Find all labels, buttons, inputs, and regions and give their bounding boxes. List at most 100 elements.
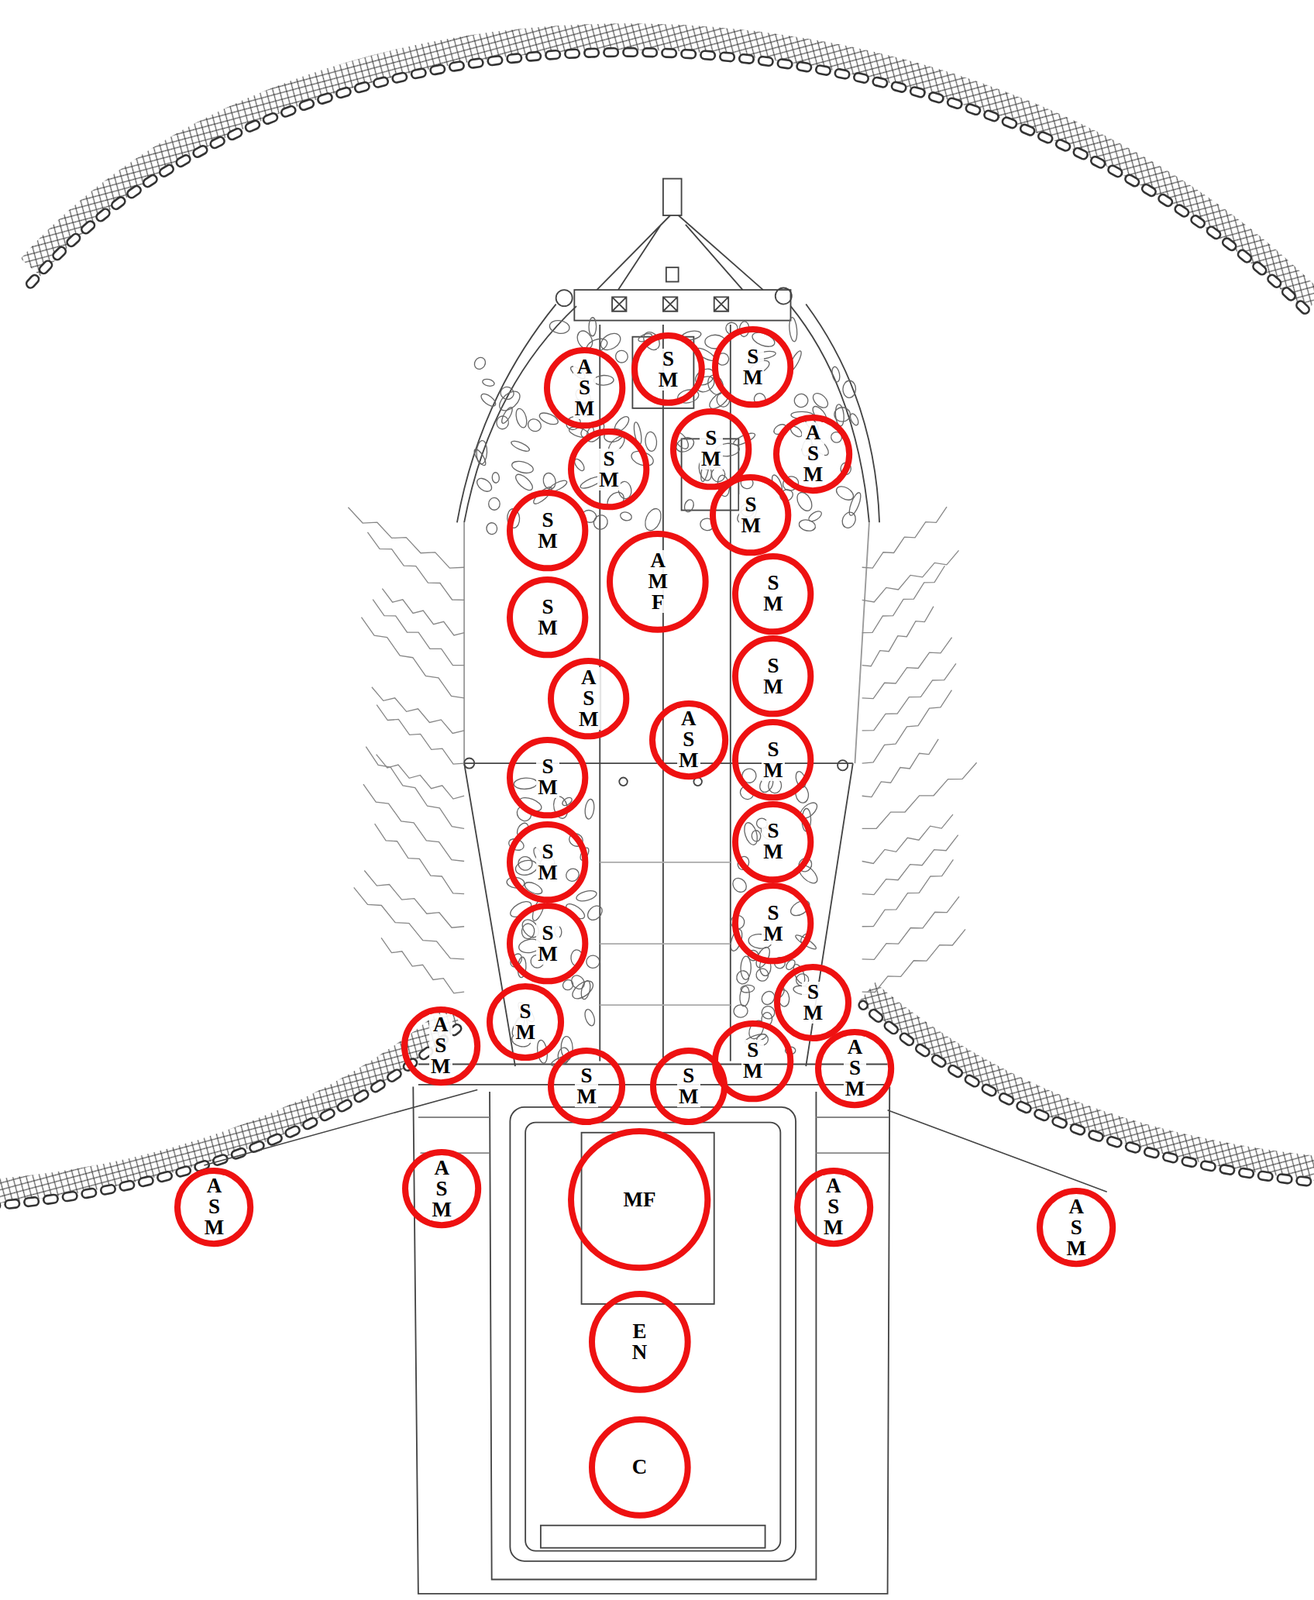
circle-ring: [546, 350, 623, 426]
net-feather: [364, 870, 465, 928]
net-feather: [347, 507, 465, 568]
net-coil: [514, 407, 530, 430]
net-coil: [751, 829, 761, 842]
net-feather: [862, 690, 953, 764]
label-circle: S M: [732, 553, 814, 635]
circle-ring: [735, 638, 811, 714]
circle-ring: [818, 1031, 891, 1105]
circle-ring: [1039, 1190, 1113, 1264]
label-circle: A M F: [606, 530, 709, 633]
circle-ring: [653, 1050, 725, 1122]
net-coil: [834, 407, 851, 422]
circle-label: S M: [513, 1000, 537, 1043]
net-coil: [739, 985, 751, 1007]
stern-inner: [489, 1091, 816, 1579]
label-circle: A S M: [174, 1167, 254, 1247]
circle-label: S M: [761, 655, 785, 698]
label-circle: A S M: [1036, 1187, 1116, 1267]
label-circle: A S M: [402, 1148, 482, 1229]
net-feather: [862, 814, 953, 864]
label-circle: S M: [486, 983, 565, 1061]
label-circle: S M: [506, 489, 589, 572]
net-coil: [584, 798, 596, 820]
right-wing-floats: [863, 1004, 1314, 1184]
label-circle: S M: [547, 1047, 626, 1125]
circle-label: S M: [536, 509, 559, 552]
circle-label: S M: [739, 494, 762, 537]
circle-ring: [673, 411, 749, 487]
left-wing-floats-inner: [0, 1028, 458, 1206]
net-feather: [371, 687, 465, 734]
bow-frame: [596, 215, 764, 290]
circle-label: S M: [536, 756, 559, 799]
label-circle: S M: [773, 963, 852, 1042]
net-coil: [830, 365, 841, 382]
circle-label: A S M: [429, 1157, 453, 1221]
net-coil: [474, 475, 495, 495]
circle-ring: [404, 1009, 478, 1083]
net-coil: [742, 821, 761, 847]
circle-ring: [735, 885, 811, 961]
net-coil: [591, 512, 611, 532]
circle-ring: [735, 722, 811, 798]
net-feather: [367, 532, 465, 601]
pulley: [464, 758, 475, 769]
net-feather: [862, 762, 977, 829]
label-circle: A S M: [773, 414, 853, 494]
net-feather: [862, 739, 940, 798]
net-coil: [619, 510, 633, 522]
circle-label: A S M: [1064, 1196, 1087, 1259]
net-feather: [365, 746, 465, 829]
tow-line: [887, 1110, 1108, 1192]
bow-pole: [663, 178, 682, 216]
net-feather: [862, 506, 947, 568]
circle-label: S M: [536, 922, 559, 965]
label-circle: MF: [567, 1128, 711, 1271]
label-circle: A S M: [794, 1167, 874, 1247]
label-circle: S M: [709, 474, 792, 556]
circle-ring: [571, 431, 647, 507]
net-coil: [788, 316, 799, 342]
pulley: [556, 289, 573, 307]
net-feather: [862, 859, 954, 926]
net-coil: [575, 888, 599, 903]
pulley: [619, 777, 628, 787]
circle-label: A M F: [646, 550, 670, 613]
net-coil: [526, 416, 544, 434]
circle-label: S M: [741, 346, 764, 389]
net-feather: [862, 896, 960, 960]
circle-label: S M: [741, 1039, 764, 1082]
net-coil: [588, 317, 597, 337]
net-coil: [733, 1004, 749, 1018]
label-circle: S M: [506, 576, 589, 658]
circle-ring: [405, 1152, 479, 1225]
net-coil: [495, 387, 523, 414]
net-coil: [488, 497, 501, 510]
label-circle: S M: [712, 326, 794, 408]
circle-label: A S M: [677, 708, 700, 771]
label-circle: A S M: [649, 700, 729, 780]
net-coil: [583, 1007, 597, 1027]
circle-label: S M: [761, 572, 785, 615]
label-circle: A S M: [547, 657, 630, 740]
label-circle: S M: [650, 1047, 728, 1125]
circle-label: S M: [801, 981, 825, 1024]
circle-ring: [609, 533, 706, 630]
circle-label: A S M: [429, 1014, 452, 1077]
net-coil: [513, 777, 538, 790]
bow-block: [666, 267, 679, 282]
net-piles: [347, 316, 977, 1068]
net-coil: [478, 391, 498, 409]
circle-ring: [177, 1170, 251, 1244]
net-feather: [862, 835, 959, 895]
circle-label: S M: [536, 841, 559, 884]
circle-ring: [712, 477, 788, 553]
circle-ring: [776, 417, 850, 491]
circle-ring: [735, 804, 811, 880]
label-circle: E N: [588, 1290, 692, 1394]
circle-label: A S M: [843, 1036, 867, 1100]
circle-label: S M: [699, 427, 723, 470]
stern-step: [540, 1525, 766, 1548]
net-coil: [644, 431, 658, 452]
